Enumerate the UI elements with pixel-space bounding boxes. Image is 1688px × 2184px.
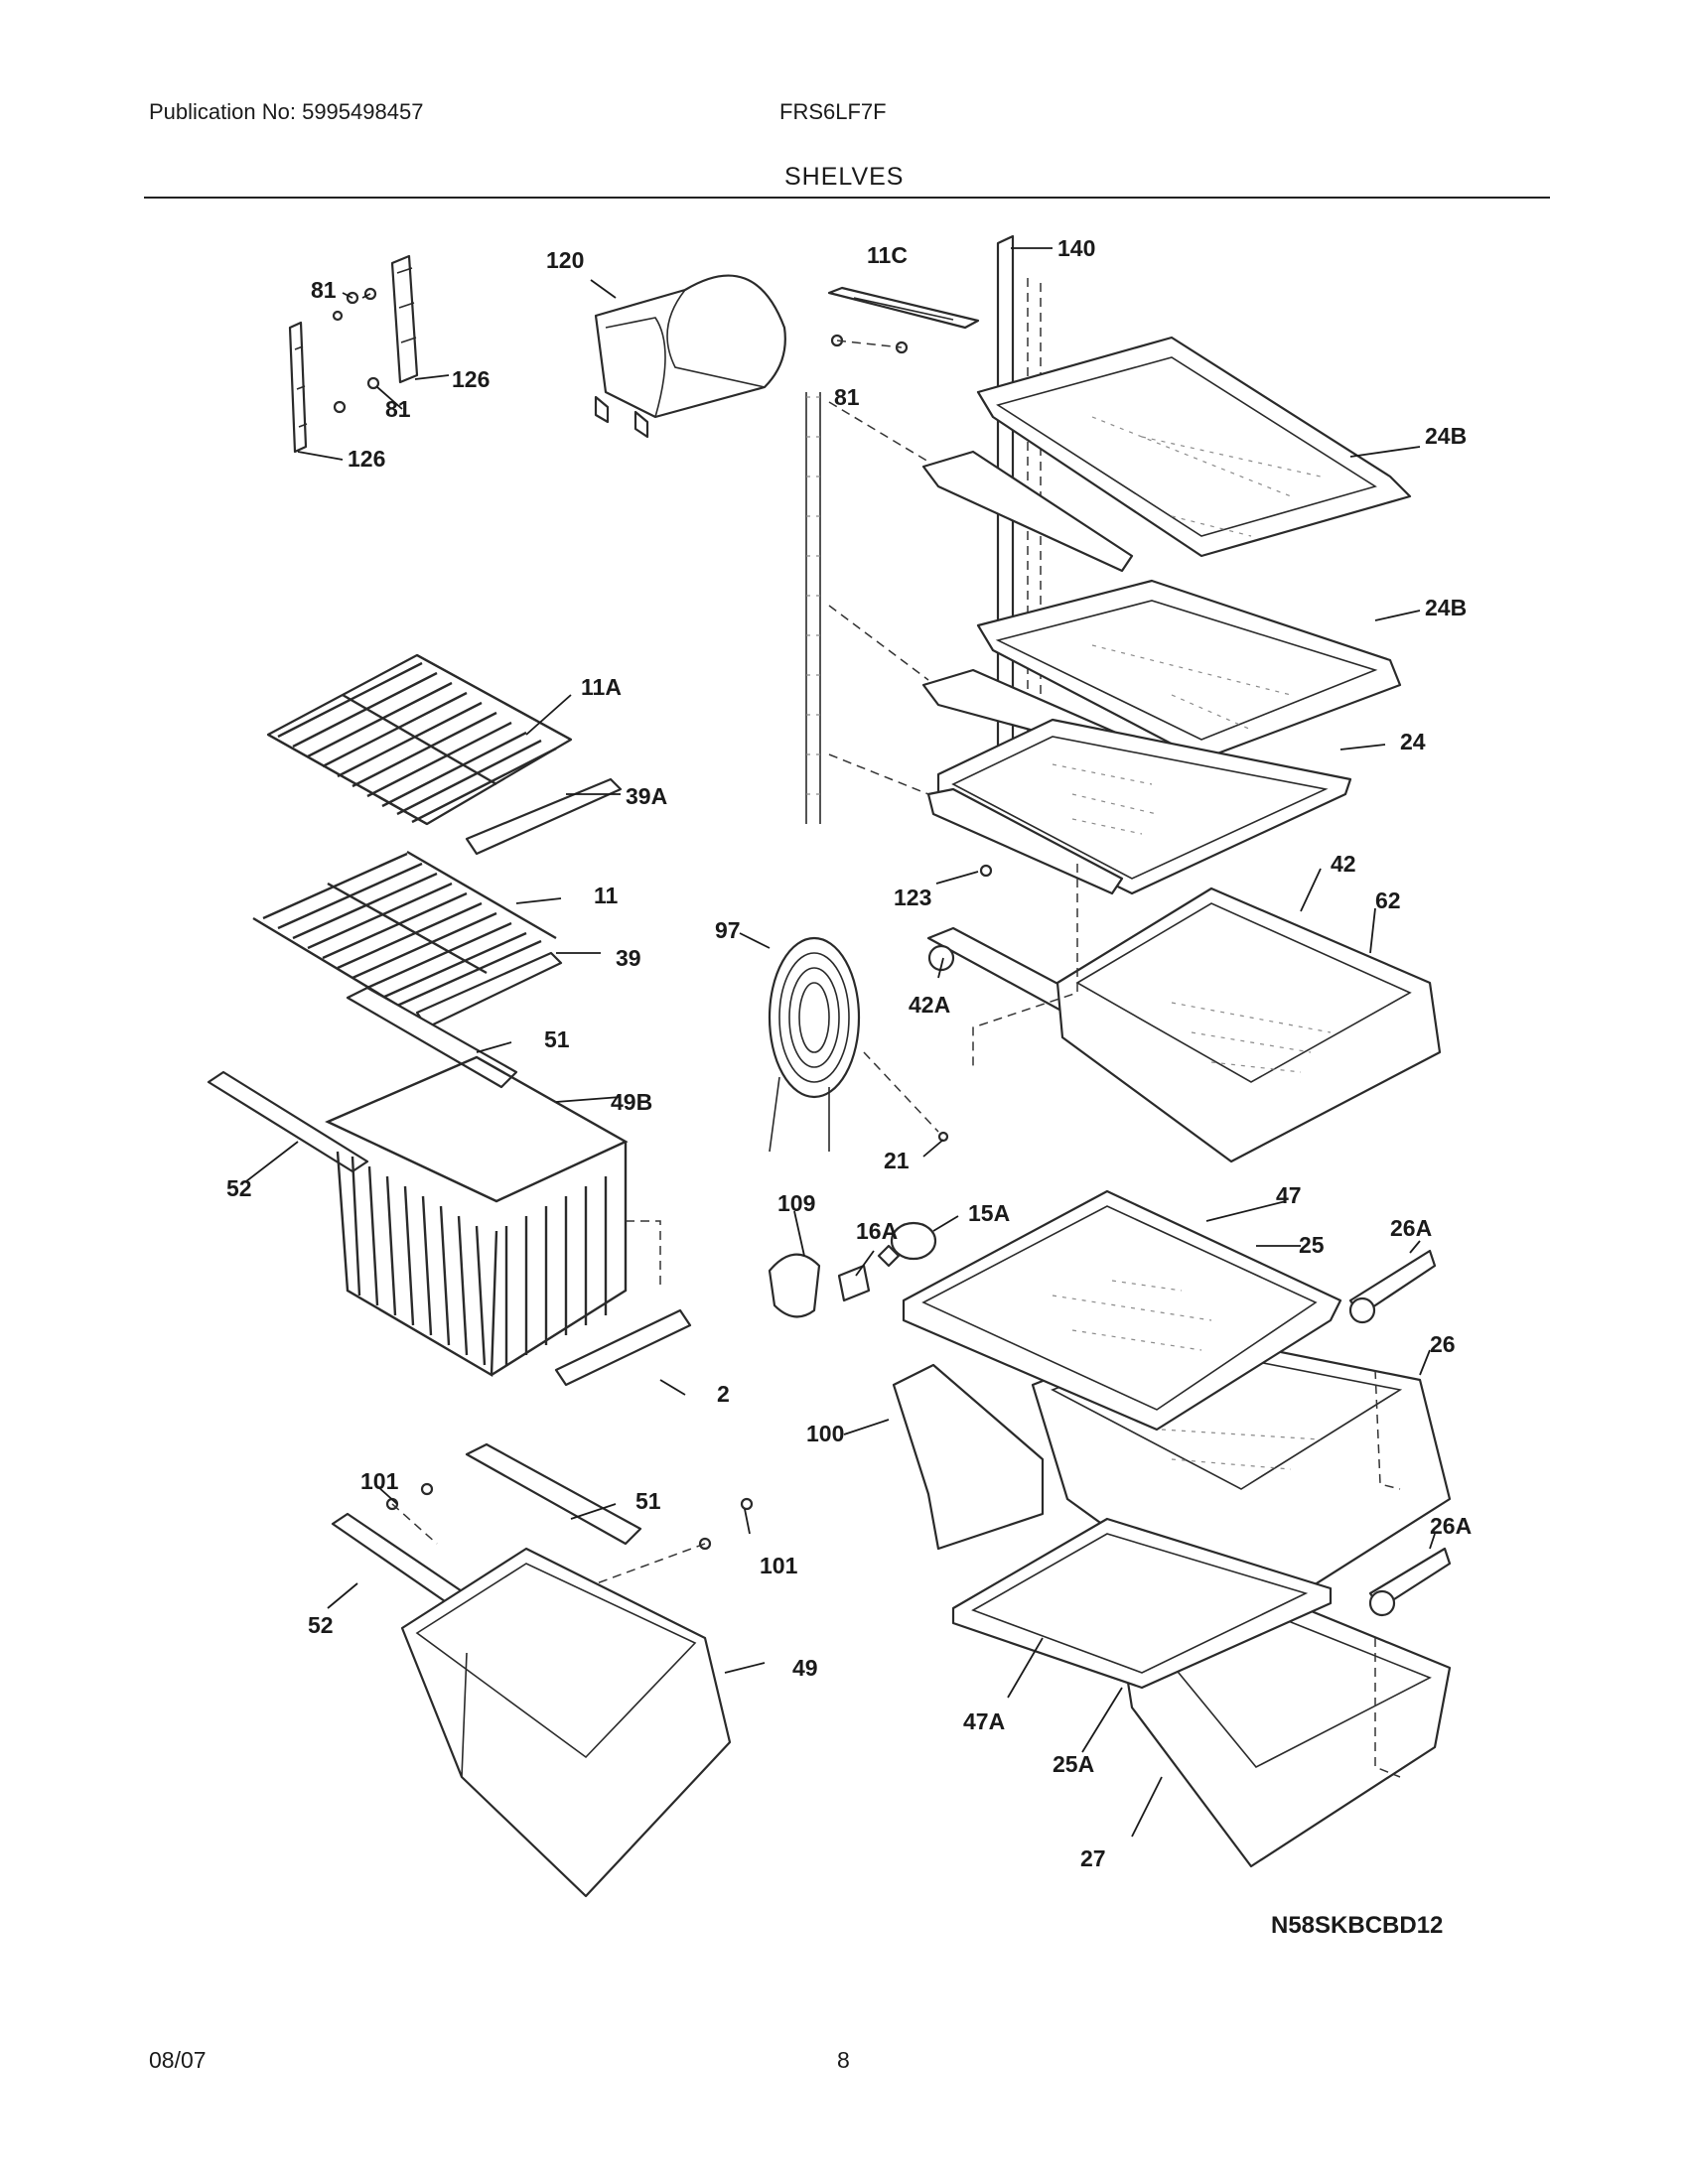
callout-11a: 11A: [581, 674, 622, 700]
crisper-drawer-62: [972, 864, 1442, 1163]
callout-26a: 26A: [1390, 1215, 1432, 1241]
page-number: 8: [837, 2047, 850, 2073]
bracket-26a-lower: [1368, 1547, 1452, 1617]
diagram-code: N58SKBCBD12: [1271, 1912, 1443, 1939]
dairy-bin-120: [594, 274, 786, 439]
ladder-track: [805, 392, 821, 824]
light-cover-109: [768, 1253, 821, 1318]
callout-81: 81: [311, 277, 337, 303]
callout-49b: 49B: [611, 1089, 652, 1115]
panel-100: [892, 1363, 1045, 1551]
callout-25: 25: [1299, 1232, 1325, 1258]
screw-101-set: [385, 1482, 754, 1599]
screw-123: [979, 864, 993, 878]
callout-16a: 16A: [856, 1218, 898, 1244]
callout-101: 101: [760, 1553, 798, 1578]
callout-140: 140: [1057, 235, 1095, 261]
model-number: FRS6LF7F: [779, 99, 887, 124]
callout-15a: 15A: [968, 1200, 1010, 1226]
callout-21: 21: [884, 1148, 910, 1173]
header-rule: [144, 197, 1550, 199]
trim-39a: [465, 777, 623, 856]
callout-42a: 42A: [909, 992, 950, 1018]
crisper-cover-25a: [951, 1517, 1333, 1690]
callout-81: 81: [385, 396, 411, 422]
crisper-cover-25: [902, 1189, 1342, 1432]
callout-52: 52: [308, 1612, 334, 1638]
callout-42: 42: [1331, 851, 1356, 877]
callout-47: 47: [1276, 1182, 1302, 1208]
bracket-26a-upper: [1348, 1249, 1437, 1324]
glass-insert-47: [1052, 1280, 1212, 1351]
callout-26: 26: [1430, 1331, 1456, 1357]
screw-81-set: [332, 287, 380, 414]
section-title: SHELVES: [784, 163, 905, 191]
publication-number: Publication No: 5995498457: [149, 99, 424, 124]
socket-16a: [837, 1264, 871, 1302]
callout-101: 101: [360, 1468, 399, 1494]
bulb-15a: [877, 1221, 937, 1268]
callout-24b: 24B: [1425, 423, 1467, 449]
callout-26a: 26A: [1430, 1513, 1472, 1539]
wire-basket-49b: [325, 1055, 661, 1378]
callout-39: 39: [616, 945, 641, 971]
callout-97: 97: [715, 917, 741, 943]
bracket-126-upper: [390, 254, 419, 384]
callout-24b: 24B: [1425, 595, 1467, 620]
callout-52: 52: [226, 1175, 252, 1201]
wire-shelf-11a: [266, 653, 573, 826]
bracket-126-lower: [288, 321, 308, 454]
trim-11c: [827, 286, 980, 354]
callout-109: 109: [777, 1190, 815, 1216]
rail-52-upper: [207, 1070, 369, 1173]
freezer-bin-49: [400, 1547, 732, 1898]
shelf-24b-upper: [828, 336, 1412, 573]
callout-27: 27: [1080, 1845, 1106, 1871]
callout-49: 49: [792, 1655, 818, 1681]
rail-51-upper: [346, 986, 518, 1089]
callout-123: 123: [894, 885, 931, 910]
callout-2: 2: [717, 1381, 730, 1407]
callout-24: 24: [1400, 729, 1426, 754]
footer-date: 08/07: [149, 2047, 207, 2073]
callout-100: 100: [806, 1421, 844, 1446]
callout-47a: 47A: [963, 1708, 1005, 1734]
callout-39a: 39A: [626, 783, 667, 809]
shelf-24: [828, 718, 1352, 895]
callout-120: 120: [546, 247, 584, 273]
trim-2: [554, 1308, 692, 1387]
callout-51: 51: [544, 1026, 570, 1052]
callout-126: 126: [348, 446, 385, 472]
coil-97: [768, 936, 949, 1153]
callout-81: 81: [834, 384, 860, 410]
callout-25a: 25A: [1053, 1751, 1094, 1777]
rail-51-lower: [465, 1442, 642, 1546]
callout-126: 126: [452, 366, 490, 392]
callout-11c: 11C: [867, 242, 908, 268]
callout-51: 51: [635, 1488, 661, 1514]
callout-62: 62: [1375, 887, 1401, 913]
callout-11: 11: [594, 883, 619, 908]
